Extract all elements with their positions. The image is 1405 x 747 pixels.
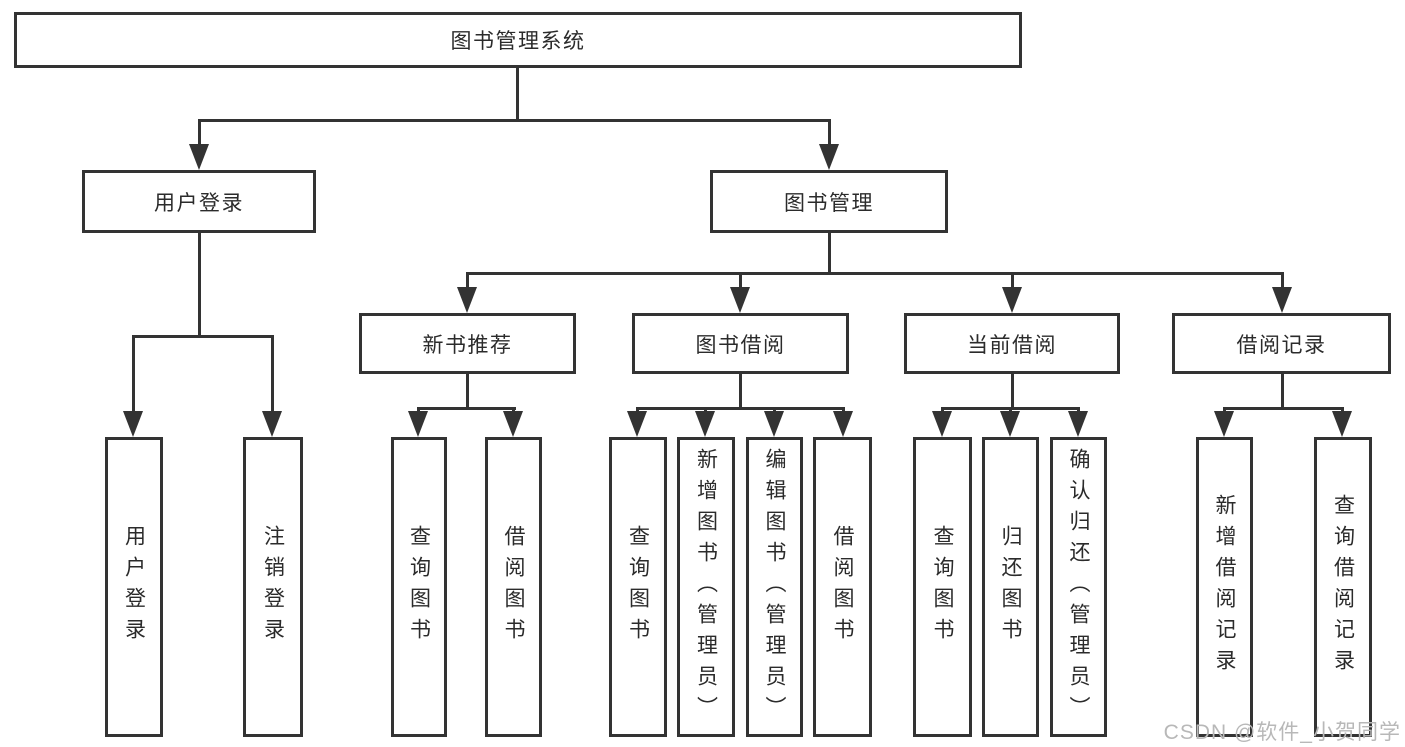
arrow-down-icon [503,411,523,437]
node-label: 借阅图书 [831,525,854,649]
connector-vline [198,233,201,338]
connector-hline [198,119,831,122]
node-book-management: 图书管理 [710,170,948,233]
connector-vline [466,272,469,292]
node-label: 图书管理系统 [450,30,586,53]
node-new-book-recommend: 新书推荐 [359,313,576,374]
node-label: 用户登录 [122,525,146,649]
node-label: 确认归还（管理员） [1067,447,1090,727]
connector-hline [1223,407,1343,410]
node-label: 注销登录 [261,525,285,649]
connector-vline [516,68,519,122]
connector-vline [132,335,135,415]
node-label: 当前借阅 [967,333,1057,357]
arrow-down-icon [819,144,839,170]
leaf-borrow-books-borrowing: 借阅图书 [813,437,872,737]
arrow-down-icon [833,411,853,437]
node-label: 用户登录 [154,191,244,215]
connector-hline [132,335,274,338]
node-label: 图书借阅 [695,333,786,357]
arrow-down-icon [1002,287,1022,313]
node-label: 编辑图书（管理员） [763,447,786,727]
node-label: 借阅图书 [502,525,525,649]
connector-vline [739,374,742,410]
connector-vline [271,335,274,415]
node-current-borrowing: 当前借阅 [904,313,1120,374]
arrow-down-icon [1332,411,1352,437]
arrow-down-icon [730,287,750,313]
leaf-edit-book-admin: 编辑图书（管理员） [746,437,803,737]
connector-vline [1011,272,1014,292]
arrow-down-icon [189,144,209,170]
leaf-add-book-admin: 新增图书（管理员） [677,437,735,737]
leaf-borrow-books-recommend: 借阅图书 [485,437,542,737]
node-library-management-system: 图书管理系统 [14,12,1022,68]
arrow-down-icon [695,411,715,437]
csdn-watermark: CSDN @软件_小贺同学 [1163,721,1401,744]
arrow-down-icon [123,411,143,437]
connector-vline [828,119,831,151]
leaf-confirm-return-admin: 确认归还（管理员） [1050,437,1107,737]
connector-vline [1011,374,1014,410]
arrow-down-icon [457,287,477,313]
connector-vline [828,233,831,275]
connector-vline [198,119,201,151]
leaf-return-books: 归还图书 [982,437,1039,737]
arrow-down-icon [1000,411,1020,437]
connector-vline [1281,272,1284,292]
connector-hline [417,407,516,410]
connector-hline [466,272,1283,275]
leaf-query-books-current: 查询图书 [913,437,972,737]
node-user-login: 用户登录 [82,170,316,233]
node-label: 新书推荐 [422,333,513,357]
node-label: 查询借阅记录 [1331,494,1355,680]
connector-vline [466,374,469,410]
leaf-logout: 注销登录 [243,437,303,737]
node-label: 借阅记录 [1236,333,1327,357]
node-borrowing-records: 借阅记录 [1172,313,1391,374]
arrow-down-icon [764,411,784,437]
leaf-add-borrow-record: 新增借阅记录 [1196,437,1253,737]
node-label: 归还图书 [999,525,1022,649]
node-book-borrowing: 图书借阅 [632,313,849,374]
arrow-down-icon [1214,411,1234,437]
arrow-down-icon [1068,411,1088,437]
connector-hline [636,407,845,410]
node-label: 新增图书（管理员） [694,447,718,727]
connector-vline [1281,374,1284,410]
arrow-down-icon [627,411,647,437]
node-label: 查询图书 [626,525,650,649]
leaf-query-books-recommend: 查询图书 [391,437,447,737]
connector-vline [739,272,742,292]
arrow-down-icon [262,411,282,437]
arrow-down-icon [1272,287,1292,313]
leaf-user-login: 用户登录 [105,437,163,737]
node-label: 查询图书 [407,525,431,649]
arrow-down-icon [932,411,952,437]
node-label: 图书管理 [784,191,874,215]
node-label: 查询图书 [931,525,954,649]
leaf-query-books-borrowing: 查询图书 [609,437,667,737]
node-label: 新增借阅记录 [1213,494,1236,680]
leaf-query-borrow-record: 查询借阅记录 [1314,437,1372,737]
arrow-down-icon [408,411,428,437]
